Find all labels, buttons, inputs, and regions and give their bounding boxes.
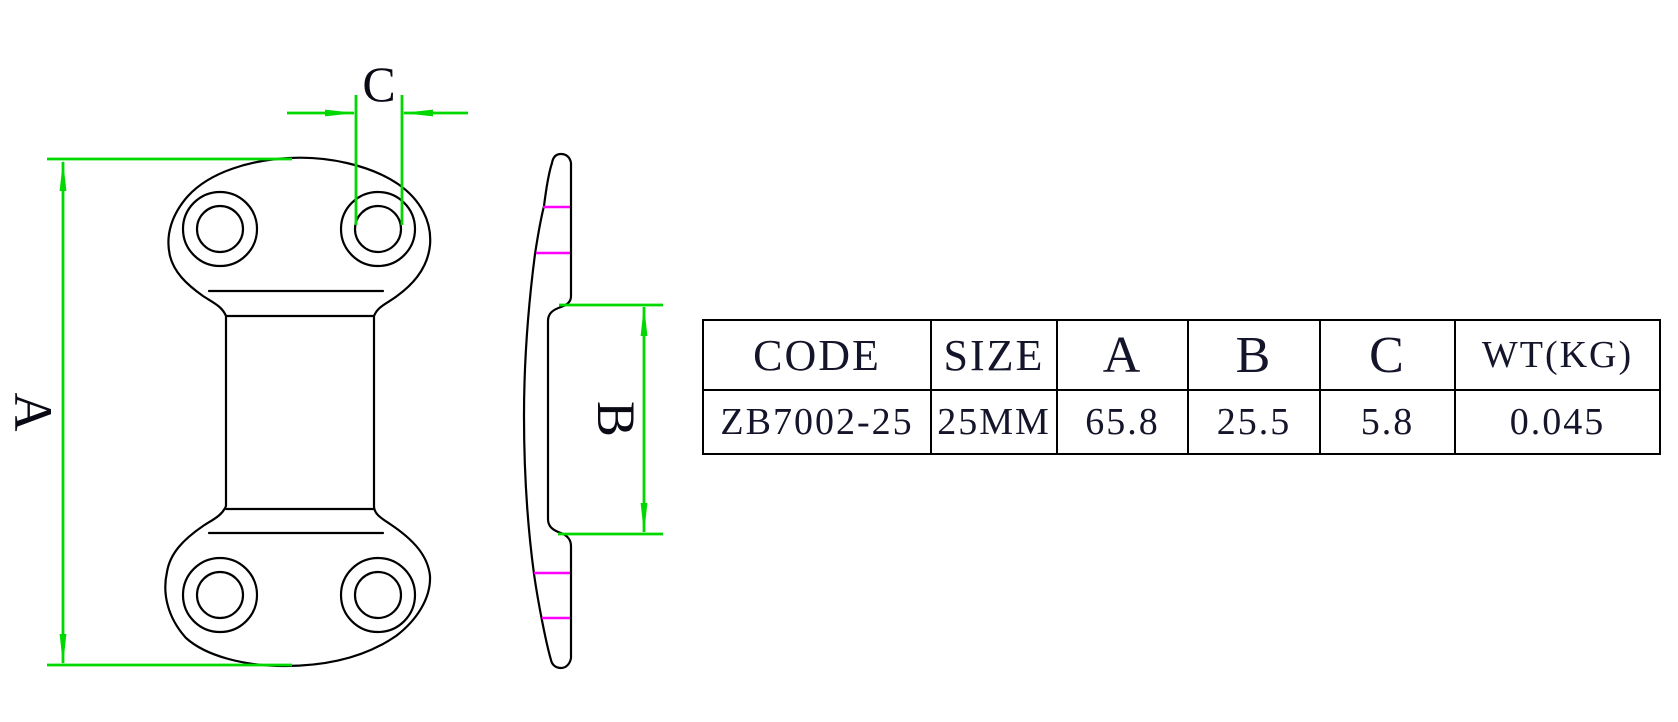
dim-a-arrow-up bbox=[59, 160, 67, 191]
value-a: 65.8 bbox=[1056, 389, 1189, 455]
dim-b-arrow-down bbox=[640, 503, 648, 534]
header-size: SIZE bbox=[930, 319, 1058, 391]
spec-table-value-row: ZB7002-25 25MM 65.8 25.5 5.8 0.045 bbox=[702, 389, 1661, 455]
hole-bottom-left-countersink bbox=[181, 556, 259, 634]
header-c: C bbox=[1319, 319, 1456, 391]
hole-top-left-countersink bbox=[181, 190, 259, 268]
value-b: 25.5 bbox=[1187, 389, 1321, 455]
spec-table: CODE SIZE A B C WT(KG) ZB7002-25 25MM 65… bbox=[702, 319, 1661, 455]
dimension-b-label: B bbox=[586, 401, 646, 437]
hole-bottom-right-countersink bbox=[339, 556, 417, 634]
value-code: ZB7002-25 bbox=[702, 389, 932, 455]
value-wt-kg: 0.045 bbox=[1454, 389, 1661, 455]
front-view-outline bbox=[164, 156, 432, 668]
value-size: 25MM bbox=[930, 389, 1058, 455]
dim-c-arrow-left bbox=[325, 109, 356, 117]
hole-top-right-bore bbox=[353, 204, 403, 254]
dim-a-arrow-down bbox=[59, 634, 67, 665]
dim-c-arrow-right bbox=[402, 109, 433, 117]
dimension-c: C bbox=[287, 56, 468, 225]
dimension-a: A bbox=[3, 157, 292, 667]
hole-top-left-bore bbox=[195, 204, 245, 254]
header-wt-kg: WT(KG) bbox=[1454, 319, 1661, 391]
dimension-c-label: C bbox=[362, 56, 395, 112]
value-c: 5.8 bbox=[1319, 389, 1456, 455]
dimension-b: B bbox=[558, 303, 663, 536]
hole-bottom-left-bore bbox=[195, 570, 245, 620]
hole-top-right-countersink bbox=[339, 190, 417, 268]
hole-bottom-right-bore bbox=[353, 570, 403, 620]
header-b: B bbox=[1187, 319, 1321, 391]
dimension-a-label: A bbox=[3, 393, 63, 432]
dim-b-arrow-up bbox=[640, 305, 648, 336]
side-view bbox=[522, 152, 573, 670]
header-a: A bbox=[1056, 319, 1189, 391]
header-code: CODE bbox=[702, 319, 932, 391]
front-view bbox=[164, 156, 432, 668]
side-view-outline bbox=[522, 152, 573, 670]
spec-table-header-row: CODE SIZE A B C WT(KG) bbox=[702, 319, 1661, 391]
